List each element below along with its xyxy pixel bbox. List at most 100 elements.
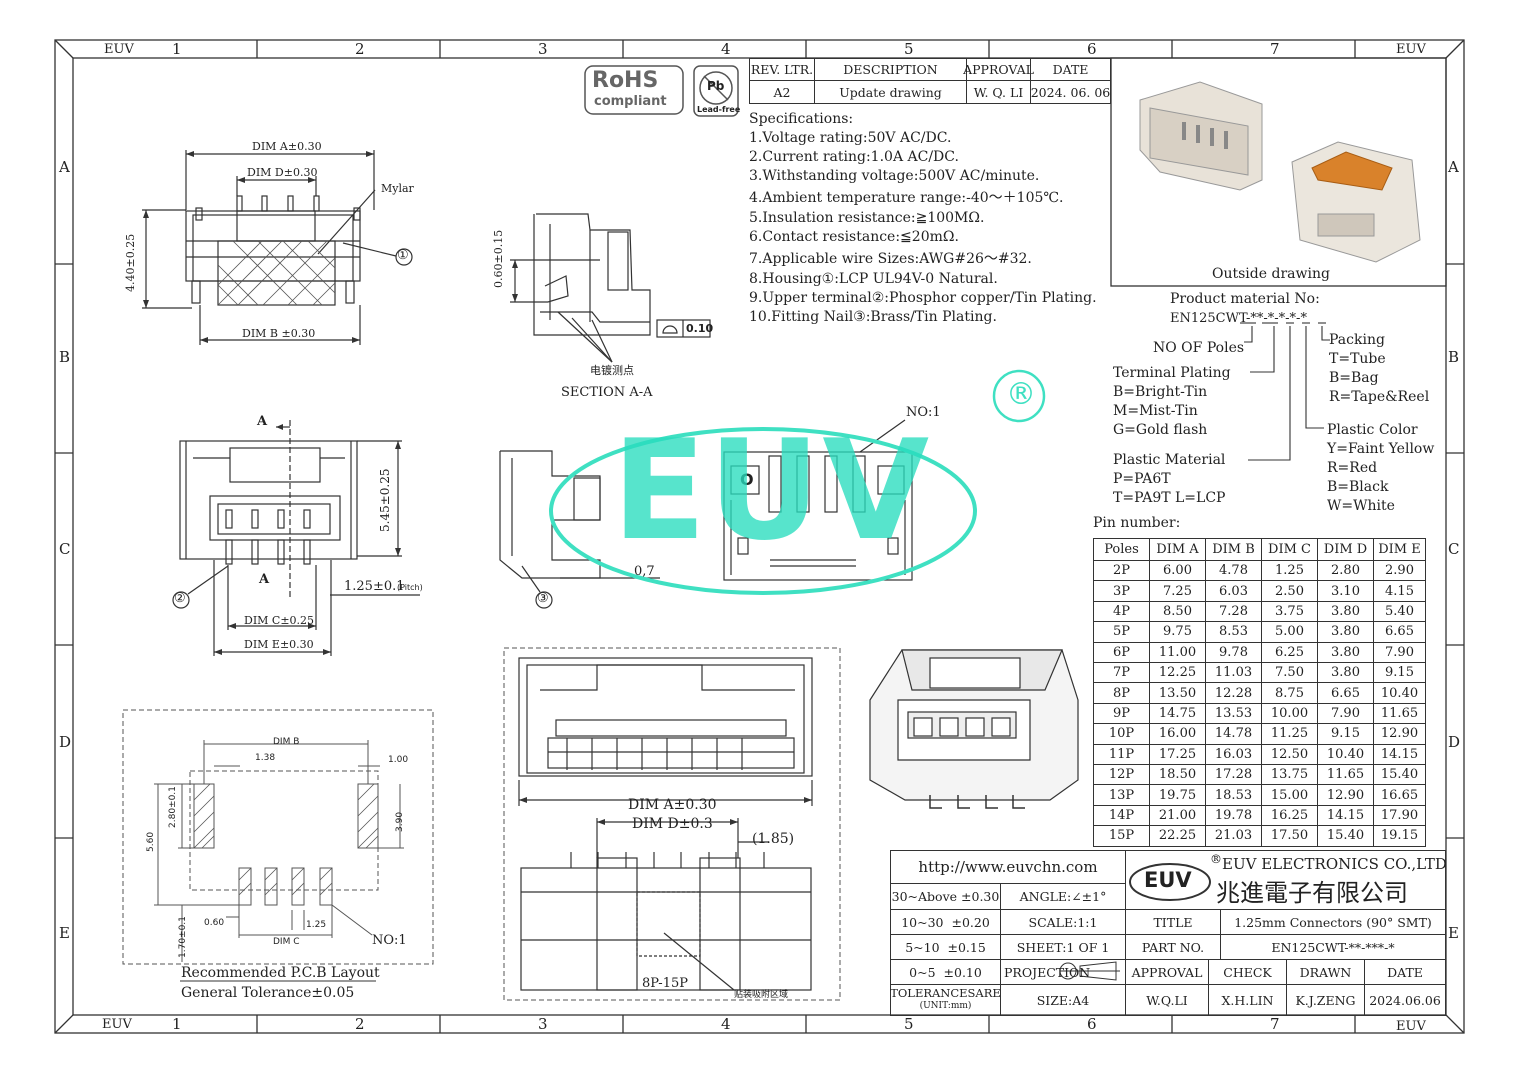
- tol-range: 0~5: [909, 964, 936, 980]
- pin-table-cell: 6.65: [1317, 682, 1374, 704]
- pin-one-marker: O: [740, 470, 754, 489]
- part-no-value: EN125CWT-**-***-*: [1220, 934, 1446, 960]
- plastic-color-option: Y=Faint Yellow: [1327, 441, 1435, 457]
- col-number: 5: [904, 1015, 914, 1033]
- pcb-dim-b: DIM B: [273, 737, 300, 747]
- plastic-color-option: W=White: [1327, 498, 1395, 514]
- border-label-top-left: EUV: [104, 42, 134, 57]
- packing-option: T=Tube: [1329, 351, 1386, 367]
- pin-table-header: DIM C: [1261, 538, 1318, 561]
- pin-table-cell: 7.50: [1261, 662, 1318, 684]
- col-number: 6: [1087, 1015, 1097, 1033]
- registered-mark: ®: [1006, 377, 1036, 412]
- no-of-poles-label: NO OF Poles: [1153, 340, 1245, 356]
- col-number: 4: [721, 40, 731, 58]
- title-value: 1.25mm Connectors (90° SMT): [1220, 909, 1446, 935]
- pole-range-label: 8P-15P: [642, 976, 688, 991]
- part-no-label: PART NO.: [1125, 934, 1221, 960]
- pin-table-pole: 7P: [1093, 662, 1150, 684]
- dim-b-label: DIM B ±0.30: [242, 327, 316, 340]
- rev-cell: W. Q. LI: [966, 80, 1031, 104]
- terminal-plating-option: M=Mist-Tin: [1113, 403, 1198, 419]
- tolerance-unit: (UNIT:mm): [919, 1001, 972, 1011]
- pin-table-header: DIM A: [1149, 538, 1206, 561]
- pin-table-cell: 17.90: [1373, 804, 1426, 827]
- pcb-dim-c: DIM C: [273, 937, 300, 947]
- pin-table-header: Poles: [1093, 538, 1150, 561]
- terminal-plating-option: G=Gold flash: [1113, 422, 1208, 438]
- dim-a-label: DIM A±0.30: [252, 140, 322, 153]
- pitch-label: 1.25±0.1: [344, 579, 405, 594]
- title-label: TITLE: [1125, 909, 1221, 935]
- flatness-value: 0.10: [686, 322, 714, 335]
- pin-table-cell: 17.50: [1261, 825, 1318, 847]
- pcb-dim-170: 1.70±0.1: [178, 916, 188, 958]
- rev-cell: 2024. 06. 06: [1030, 80, 1111, 104]
- tol-range: 10~30: [901, 914, 944, 930]
- pin-table-cell: 3.80: [1317, 662, 1374, 684]
- large-dim-a: DIM A±0.30: [628, 797, 717, 813]
- pin-table-cell: 21.03: [1205, 825, 1262, 847]
- product-code: EN125CWT-**-*-*-*-*: [1170, 311, 1307, 326]
- check-label: CHECK: [1208, 959, 1287, 985]
- pin-table-cell: 19.15: [1373, 825, 1426, 847]
- pin-table-title: Pin number:: [1093, 515, 1181, 531]
- pin-table-cell: 18.50: [1149, 764, 1206, 786]
- plastic-material-option: P=PA6T: [1113, 471, 1171, 487]
- pin-table-cell: 9.15: [1373, 662, 1426, 684]
- pin-table-cell: 8.75: [1261, 682, 1318, 704]
- plastic-color-option: R=Red: [1327, 460, 1378, 476]
- pin-table-cell: 9.15: [1317, 723, 1374, 745]
- spec-item: 8.Housing①:LCP UL94V-0 Natural.: [749, 271, 998, 287]
- pin-table-cell: 3.75: [1261, 600, 1318, 623]
- spec-item: 7.Applicable wire Sizes:AWG#26～#32.: [749, 251, 1032, 267]
- section-mark-a-bottom: A: [259, 572, 270, 587]
- pin-table-cell: 17.25: [1149, 743, 1206, 765]
- outside-drawing-caption: Outside drawing: [1212, 266, 1330, 282]
- row-letter: C: [1448, 540, 1460, 558]
- dim-d-label: DIM D±0.30: [247, 166, 318, 179]
- pin-table-pole: 6P: [1093, 641, 1150, 663]
- drawn-value: K.J.ZENG: [1286, 984, 1365, 1016]
- packing-option: R=Tape&Reel: [1329, 389, 1430, 405]
- pin-table-pole: 8P: [1093, 682, 1150, 704]
- lead-free-text: Lead-free: [697, 105, 741, 114]
- pin-table-cell: 18.53: [1205, 784, 1262, 806]
- angle-cell: ANGLE:∠±1°: [1000, 883, 1126, 910]
- callout-housing: ①: [397, 248, 409, 263]
- pin-table-cell: 11.03: [1205, 662, 1262, 684]
- callout-terminal: ②: [174, 591, 186, 606]
- row-letter: E: [1448, 924, 1459, 942]
- mylar-label: Mylar: [381, 182, 414, 195]
- pin-table-cell: 16.03: [1205, 743, 1262, 765]
- pcb-dim-560: 5.60: [146, 831, 156, 852]
- side-dim-label: 0,7: [634, 564, 655, 579]
- tol-value: ±0.10: [943, 964, 982, 980]
- rev-header: DESCRIPTION: [814, 58, 967, 81]
- pin-table-cell: 4.78: [1205, 560, 1262, 582]
- sheet-cell: SHEET:1 OF 1: [1000, 934, 1126, 960]
- pin-table-cell: 10.40: [1317, 743, 1374, 765]
- packing-option: B=Bag: [1329, 370, 1379, 386]
- pin-table-cell: 14.15: [1317, 804, 1374, 827]
- pin-table-pole: 14P: [1093, 804, 1150, 827]
- tol-value: ±0.20: [951, 914, 990, 930]
- pin-table-cell: 6.03: [1205, 580, 1262, 602]
- pin-table-cell: 3.80: [1317, 621, 1374, 643]
- pcb-pin-one: NO:1: [372, 933, 407, 948]
- pin-table-cell: 12.50: [1261, 743, 1318, 765]
- company-logo: EUV: [1144, 868, 1192, 892]
- pin-table-pole: 4P: [1093, 600, 1150, 623]
- pin-table-cell: 10.00: [1261, 702, 1318, 725]
- tol-row: 30~Above ±0.30: [890, 883, 1001, 910]
- pin-table-pole: 5P: [1093, 621, 1150, 643]
- pin-table-cell: 4.15: [1373, 580, 1426, 602]
- projection-cell: PROJECTION: [1000, 959, 1126, 985]
- pin-table-cell: 3.80: [1317, 641, 1374, 663]
- rohs-compliant-text: compliant: [594, 94, 667, 109]
- pin-table-cell: 7.25: [1149, 580, 1206, 602]
- spec-item: 9.Upper terminal②:Phosphor copper/Tin Pl…: [749, 290, 1097, 306]
- approval-label: APPROVAL: [1125, 959, 1209, 985]
- approval-value: W.Q.LI: [1125, 984, 1209, 1016]
